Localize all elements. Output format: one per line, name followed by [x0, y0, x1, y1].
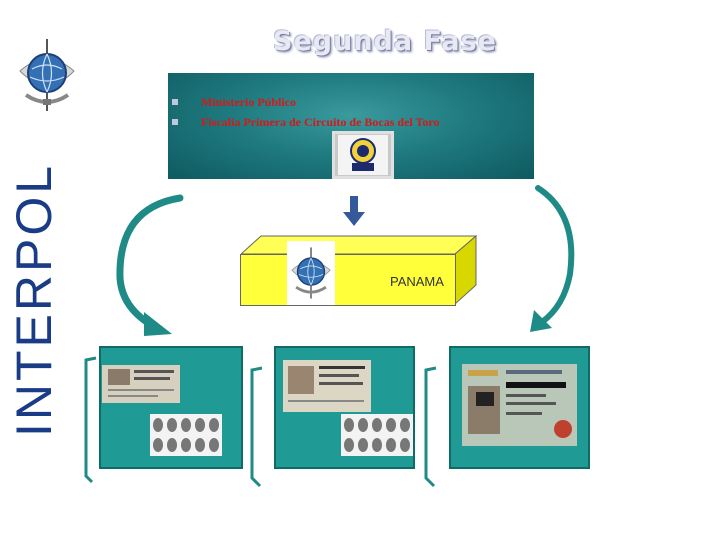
curved-arrow-icon [108, 188, 188, 338]
fingerprint-icon [341, 414, 413, 456]
id-document-image [102, 365, 180, 403]
bullet-icon [172, 99, 178, 105]
box-top-face [241, 235, 477, 255]
down-arrow-icon [343, 196, 365, 228]
bullet-item-fiscalia: Fiscalia Primera de Circuito de Bocas de… [201, 115, 440, 130]
interpol-emblem-icon [16, 37, 78, 113]
fingerprint-icon [150, 414, 222, 456]
bracket-decoration [246, 366, 266, 491]
panama-label: PANAMA [390, 274, 444, 289]
slide-title: Segunda Fase [230, 26, 540, 57]
interpol-emblem-icon [289, 243, 333, 303]
bullet-icon [172, 119, 178, 125]
bracket-decoration [420, 366, 440, 491]
bullet-item-ministerio: Ministerio Público [201, 95, 296, 110]
box-side-face [455, 235, 477, 305]
interpol-vertical-text: INTERPOL [4, 150, 64, 450]
id-document-image [462, 364, 577, 446]
pgn-seal-icon [338, 135, 388, 175]
bracket-decoration [80, 356, 100, 486]
curved-arrow-icon [526, 184, 586, 334]
id-document-image [283, 360, 371, 412]
